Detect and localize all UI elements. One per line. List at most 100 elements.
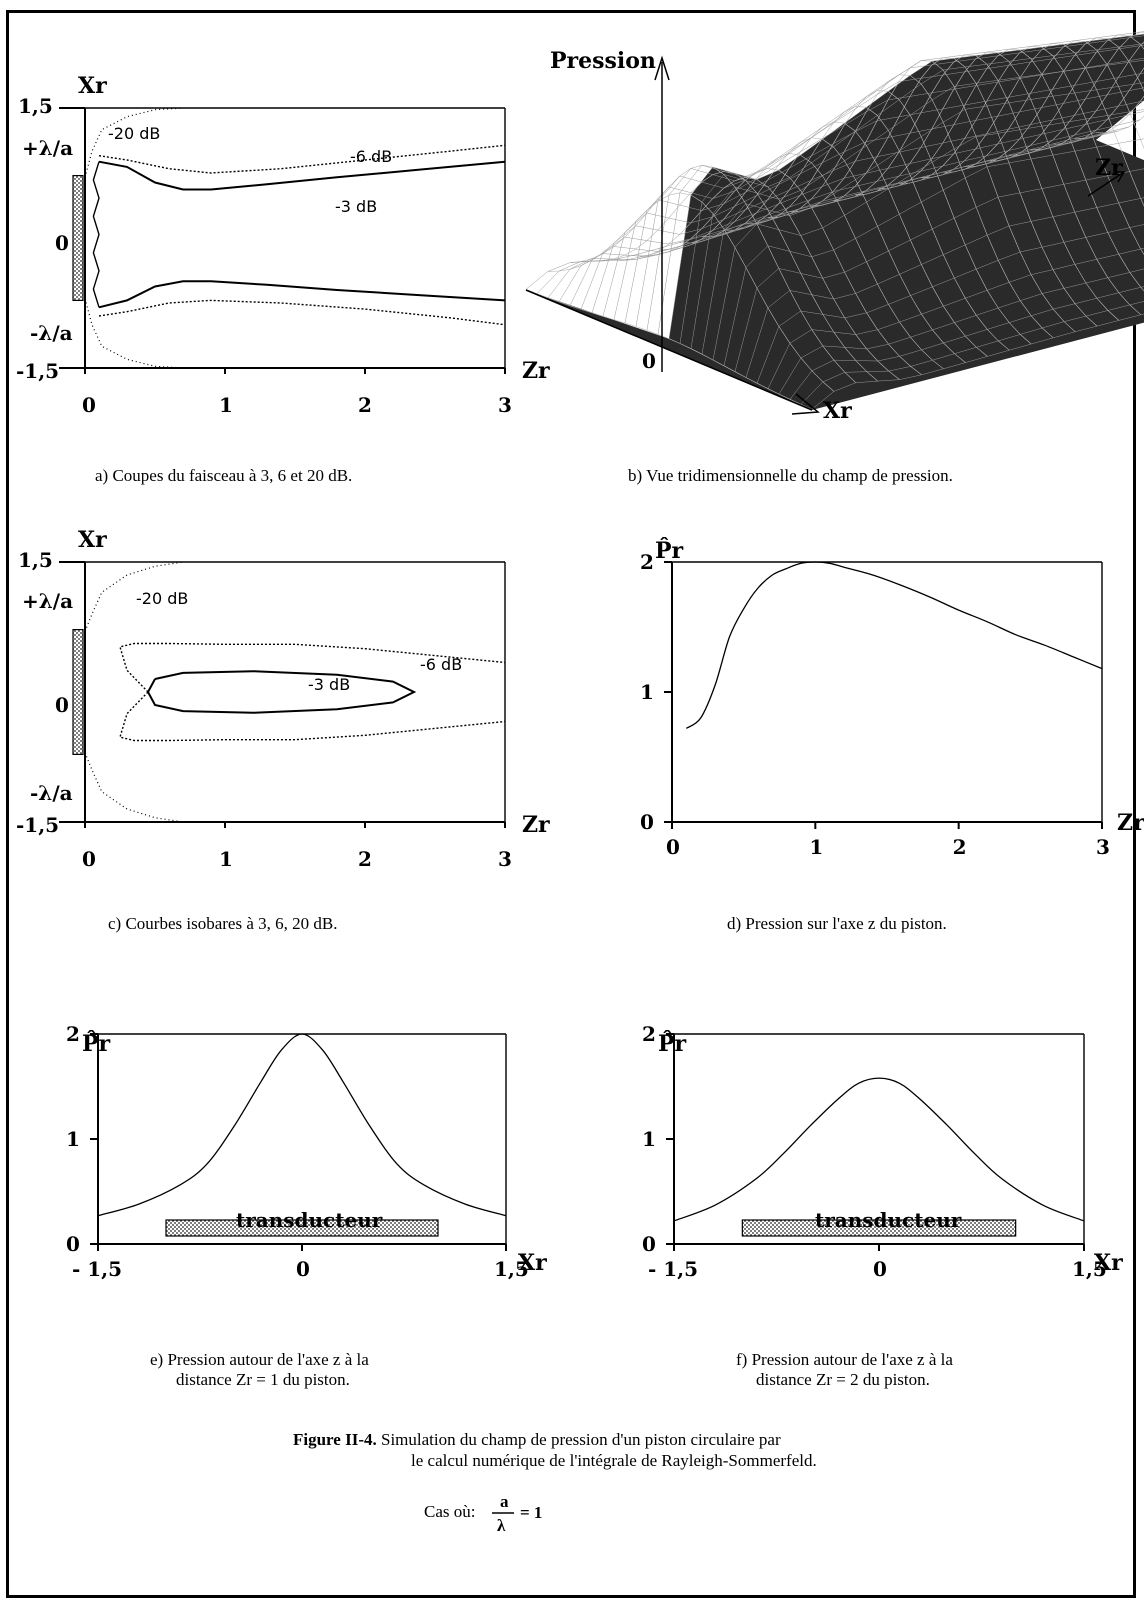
panel-b-mesh-line — [701, 82, 1144, 355]
panel-c-ytick-lambda-neg: -λ/a — [30, 781, 73, 805]
panel-c-xtick-2: 2 — [358, 847, 372, 871]
panel-b-zlabel: Pression — [550, 48, 656, 74]
panel-d-xlabel: Zr — [1117, 810, 1144, 836]
panel-b-mesh-line — [1052, 67, 1144, 145]
panel-c-level-6db: -6 dB — [420, 655, 462, 674]
panel-e-ytick-label: 0 — [66, 1232, 80, 1256]
panel-d-ytick-label: 0 — [640, 810, 654, 834]
figure-caption-line2: le calcul numérique de l'intégrale de Ra… — [411, 1451, 817, 1470]
panel-b-mesh-line — [745, 197, 1144, 378]
panel-c-ytick-zero: 0 — [55, 693, 69, 717]
panel-f-curve — [673, 1077, 1085, 1222]
panel-d-ytick-label: 1 — [640, 680, 654, 704]
panel-f-xtick-label: 0 — [873, 1257, 887, 1281]
figure-frame — [6, 10, 1136, 1598]
panel-c-level-20db: -20 dB — [136, 589, 188, 608]
panel-c-plot — [59, 561, 506, 828]
panel-f-caption-1: f) Pression autour de l'axe z à la — [736, 1350, 953, 1369]
panel-c-contour-6db-bottom — [119, 691, 506, 742]
panel-a-transducer — [72, 175, 84, 302]
panel-f-xlabel: Xr — [1094, 1250, 1123, 1276]
panel-b-mesh-line — [646, 35, 1144, 331]
panel-b-xr-axis — [525, 289, 813, 411]
panel-b-mesh-line — [712, 109, 1144, 361]
panel-c-ytick-lambda-pos: +λ/a — [22, 589, 73, 613]
panel-f-xtick-label: 1,5 — [1072, 1257, 1107, 1281]
panel-b: Pression Zr Xr 0 b) Vue tridimensionnell… — [525, 31, 1144, 485]
panel-b-xr-arrow — [791, 393, 820, 415]
panel-b-mesh-line — [569, 119, 1141, 306]
panel-c-xtick-3: 3 — [498, 847, 512, 871]
panel-e-xtick-label: 1,5 — [494, 1257, 529, 1281]
panel-b-pressure-arrow — [654, 55, 670, 81]
panel-d-caption: d) Pression sur l'axe z du piston. — [727, 914, 947, 933]
panel-a-level-3db: -3 dB — [335, 197, 377, 216]
panel-e-xlabel: Xr — [518, 1250, 547, 1276]
panel-d-xtick-label: 3 — [1096, 835, 1110, 859]
panel-b-mesh-line — [800, 301, 1144, 405]
panel-b-xr-label: Xr — [823, 398, 852, 424]
figure-case-text: Cas où: — [424, 1502, 475, 1521]
panel-c-caption: c) Courbes isobares à 3, 6, 20 dB. — [108, 914, 337, 933]
panel-a-xtick-1: 1 — [219, 393, 233, 417]
panel-d-xtick-label: 2 — [953, 835, 967, 859]
panel-a-contour-3db-bottom — [98, 280, 506, 309]
figure-frac-num: a — [500, 1492, 509, 1511]
panel-b-mesh-line — [756, 224, 1144, 384]
panel-b-mesh-line — [580, 111, 1144, 310]
panel-c-ytick-bottom: -1,5 — [16, 813, 59, 837]
panel-c-transducer — [72, 628, 84, 755]
panel-a-contour-6db-top — [98, 144, 506, 174]
panel-e-xtick-label: - 1,5 — [72, 1257, 122, 1281]
panel-e-ylabel: P̂r — [82, 1031, 111, 1057]
panel-a-caption: a) Coupes du faisceau à 3, 6 et 20 dB. — [95, 466, 352, 485]
panel-d-curve — [685, 561, 1103, 729]
panel-a-plot — [59, 107, 506, 374]
figure-title: Simulation du champ de pression d'un pis… — [377, 1430, 781, 1449]
panel-f-caption-2: distance Zr = 2 du piston. — [756, 1370, 930, 1389]
panel-d-ylabel: P̂r — [655, 538, 684, 564]
figure-frac-den: λ — [497, 1516, 506, 1535]
panel-a-xlabel: Zr — [522, 358, 550, 384]
panel-b-mesh-line — [1008, 31, 1144, 156]
figure-case-value: = 1 — [520, 1503, 542, 1522]
panel-f-transducer-bar — [741, 1219, 1017, 1237]
panel-a-xtick-3: 3 — [498, 393, 512, 417]
panel-b-mesh-line — [734, 168, 1144, 372]
panel-a-ylabel: Xr — [78, 73, 107, 99]
panel-a-ytick-top: 1,5 — [18, 94, 53, 118]
panel-e-bar-label: transducteur — [236, 1208, 383, 1232]
panel-b-mesh-line — [723, 138, 1144, 366]
panel-b-mesh-line — [635, 44, 1144, 327]
panel-c-contour-3db — [146, 670, 417, 714]
panel-b-mesh-line — [602, 87, 1144, 317]
panel-f-bar-label: transducteur — [815, 1208, 962, 1232]
panel-a: Xr Zr 1,5 +λ/a 0 -λ/a -1,5 0 1 2 3 -20 d… — [16, 73, 550, 485]
panel-e-ytick-label: 2 — [66, 1022, 80, 1046]
panel-b-surface — [525, 31, 1144, 410]
panel-f-ytick-label: 0 — [642, 1232, 656, 1256]
figure-caption: Figure II-4. Simulation du champ de pres… — [293, 1430, 817, 1535]
panel-f-ytick-label: 1 — [642, 1127, 656, 1151]
panel-c-xtick-1: 1 — [219, 847, 233, 871]
panel-a-contour-20db-top — [84, 107, 184, 178]
panel-c-contour-20db-bottom — [84, 752, 184, 823]
panel-b-zr-arrow — [1087, 171, 1126, 197]
panel-b-mesh-line — [767, 247, 1144, 389]
panel-c-xlabel: Zr — [522, 812, 550, 838]
panel-b-mesh-line — [1030, 41, 1144, 150]
panel-b-mesh-line — [558, 126, 1130, 302]
panel-c-level-3db: -3 dB — [308, 675, 350, 694]
panel-c-ytick-top: 1,5 — [18, 548, 53, 572]
figure-caption-line1: Figure II-4. Simulation du champ de pres… — [293, 1430, 781, 1449]
panel-b-mesh-line — [668, 33, 1144, 339]
panel-b-mesh-line — [547, 130, 1119, 298]
panel-d-xtick-label: 1 — [809, 835, 823, 859]
panel-b-mesh-line — [811, 313, 1144, 410]
panel-e-ytick-label: 1 — [66, 1127, 80, 1151]
